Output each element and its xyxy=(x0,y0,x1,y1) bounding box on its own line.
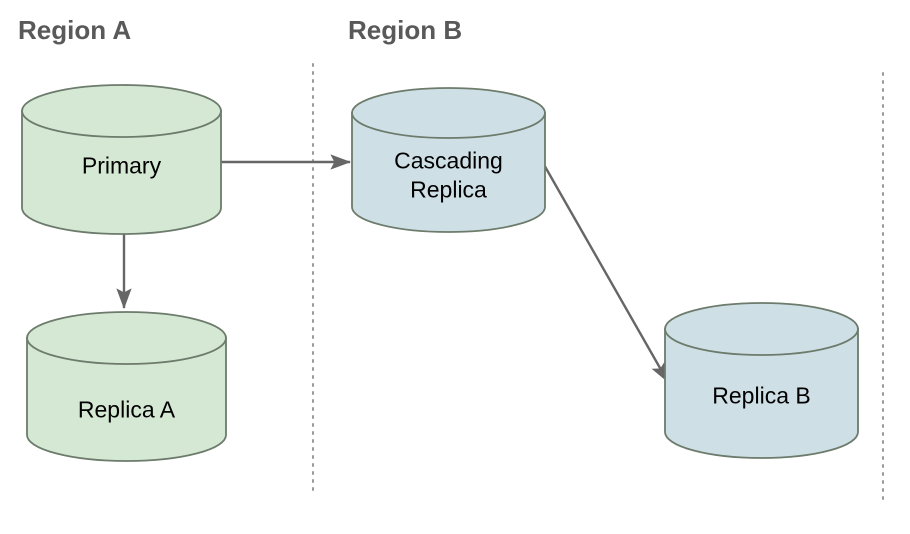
region-a-label: Region A xyxy=(18,15,132,45)
region-b-label: Region B xyxy=(348,15,463,45)
connector-cascading-to-replica-b xyxy=(541,162,670,383)
node-replica-b[interactable] xyxy=(664,302,859,459)
node-cascading-replica-body xyxy=(351,112,546,233)
node-primary-body xyxy=(21,110,222,235)
node-replica-a-top xyxy=(26,311,227,365)
node-primary[interactable] xyxy=(21,84,222,235)
node-cascading-replica[interactable] xyxy=(351,87,546,233)
node-cascading-replica-top xyxy=(351,87,546,139)
node-replica-a[interactable] xyxy=(26,311,227,462)
node-replica-a-body xyxy=(26,337,227,462)
node-primary-top xyxy=(21,84,222,138)
node-replica-b-top xyxy=(664,302,859,356)
node-replica-b-body xyxy=(664,328,859,459)
